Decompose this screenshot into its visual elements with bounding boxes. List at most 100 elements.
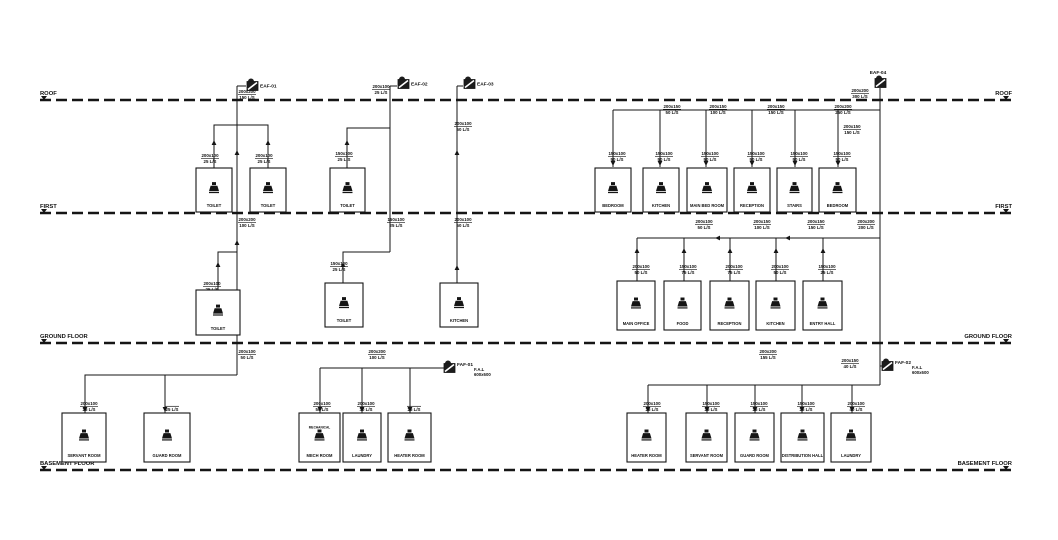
duct-size-label: 150x100 [655, 151, 673, 156]
exhaust-grille-icon [631, 297, 641, 309]
duct-flow-label: 100 L/S [239, 223, 254, 228]
flow-arrow-up-icon [820, 248, 826, 253]
grille-body [339, 300, 349, 307]
duct-flow-label: 25 L/S [408, 407, 421, 412]
room: TOILET [249, 167, 287, 213]
fan-blade-icon [398, 79, 409, 89]
exhaust-grille-icon [213, 304, 223, 316]
grille-top [345, 182, 350, 186]
floor-label-right: FIRST [995, 204, 1012, 210]
grille-top [611, 182, 615, 186]
room: RECEPTION [709, 280, 750, 331]
level-marker-icon [41, 209, 47, 213]
exhaust-grille-icon [357, 429, 367, 441]
room: MAIN BED ROOM [686, 167, 728, 213]
duct-size-label: 150x100 [335, 151, 353, 156]
louver-size-label: 600x600 [912, 370, 929, 375]
duct-size-label: 150x100 [797, 401, 815, 406]
exhaust-grille-icon [342, 182, 353, 194]
duct-size-label: 200x100 [771, 264, 789, 269]
duct-flow-label: 75 L/S [682, 270, 695, 275]
duct-flow-label: 25 L/S [800, 407, 813, 412]
floor-label-left: BASEMENT FLOOR [40, 461, 95, 467]
duct-size-label: 200x150 [843, 124, 861, 129]
louver-label: F.A.L [912, 365, 923, 370]
room-name-label: KITCHEN [450, 318, 468, 323]
grille-body [797, 433, 808, 439]
room-name-label: TOILET [337, 318, 352, 323]
grille-body [817, 301, 828, 307]
room: TOILET [195, 167, 233, 213]
flow-arrow-up-icon [773, 248, 779, 253]
duct-flow-label: 25 L/S [390, 223, 403, 228]
room: GUARD ROOM [143, 412, 191, 463]
grille-top [659, 182, 663, 186]
duct-flow-label: 50 L/S [666, 110, 679, 115]
room-name-label: HEATER ROOM [394, 453, 425, 458]
room: ENTRY HALL [802, 280, 843, 331]
room-name-label: MAIN BED ROOM [690, 203, 725, 208]
room: KITCHEN [439, 282, 479, 328]
fan-id-label: FAF-01 [457, 362, 473, 368]
duct-flow-label: 25 L/S [333, 267, 346, 272]
fan-motor-icon [248, 78, 254, 82]
duct-flow-label: 25 L/S [338, 157, 351, 162]
flow-arrow-down-icon [849, 407, 855, 412]
room-name-label: FOOD [677, 321, 689, 326]
grille-body [656, 185, 666, 192]
room: KITCHEN [642, 167, 680, 213]
grille-top [644, 429, 649, 433]
flow-arrow-down-icon [407, 407, 413, 412]
duct-flow-label: 50 L/S [658, 157, 671, 162]
grille-body [357, 433, 367, 439]
room: HEATER ROOM [387, 412, 432, 463]
room: LAUNDRY [830, 412, 872, 463]
duct-flow-label: 100 L/S [710, 110, 725, 115]
duct-line [217, 251, 237, 290]
flow-arrow-up-icon [211, 140, 217, 145]
flow-arrow-down-icon [835, 161, 841, 166]
room: TOILET [324, 282, 364, 328]
duct-flow-label: 50 L/S [457, 223, 470, 228]
duct-flow-label: 25 L/S [821, 270, 834, 275]
room: DISTRIBUTION HALL [780, 412, 825, 463]
duct-flow-label: 50 L/S [750, 157, 763, 162]
room: BEDROOM [818, 167, 857, 213]
room-name-label: KITCHEN [766, 321, 784, 326]
duct-size-label: 200x150 [663, 104, 681, 109]
room: MAIN OFFICE [616, 280, 656, 331]
flow-arrow-down-icon [162, 407, 168, 412]
grille-top [216, 304, 220, 308]
grille-top [705, 182, 709, 186]
duct-size-label: 200x100 [80, 401, 98, 406]
grille-body [677, 301, 688, 307]
exhaust-grille-icon [797, 429, 808, 441]
flow-arrow-down-icon [317, 407, 323, 412]
duct-line [84, 374, 237, 413]
duct-flow-label: 25 L/S [258, 159, 271, 164]
duct-size-label: 150x100 [608, 151, 626, 156]
grille-top [457, 297, 461, 301]
fan-blade-icon [247, 81, 258, 91]
room-box [249, 167, 287, 213]
level-marker-icon [1003, 339, 1009, 343]
flow-arrow-down-icon [749, 161, 755, 166]
grille-top [634, 297, 638, 301]
grille-body [631, 301, 641, 307]
floor-label-right: ROOF [995, 91, 1012, 97]
exhaust-grille-icon [749, 429, 760, 441]
grille-top [849, 429, 853, 433]
room-name-label: TOILET [211, 326, 226, 331]
fan-id-label: EAF-04 [870, 70, 887, 76]
grille-top [820, 297, 825, 301]
duct-size-label: 200x150 [753, 219, 771, 224]
